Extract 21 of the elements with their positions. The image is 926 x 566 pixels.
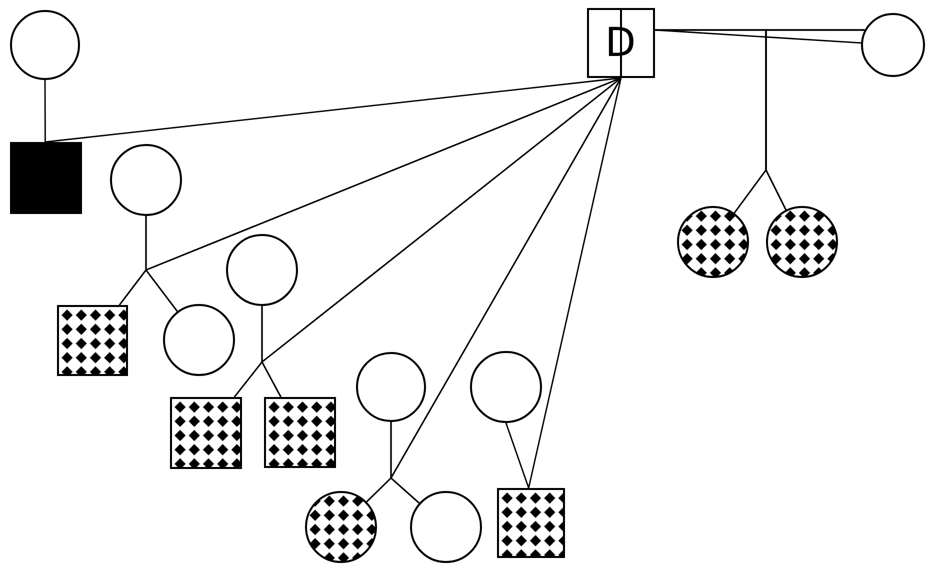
male-square [264, 397, 336, 468]
male-square [170, 397, 242, 469]
pedigree-line [44, 80, 46, 142]
female-circle [470, 351, 542, 423]
male-square [10, 142, 82, 214]
pedigree-line [765, 29, 865, 210]
female-circle [305, 491, 377, 563]
female-circle [110, 144, 182, 216]
male-square [57, 305, 128, 376]
female-circle [861, 13, 925, 77]
female-circle [163, 304, 235, 376]
female-circle [677, 206, 749, 278]
pedigree-line [528, 78, 622, 488]
female-circle [10, 10, 80, 80]
female-circle [356, 352, 426, 422]
female-circle [226, 234, 298, 306]
pedigree-line [654, 29, 862, 44]
female-circle [410, 491, 482, 563]
pedigree-line [505, 422, 530, 488]
male-square [497, 488, 565, 558]
female-circle [766, 206, 838, 278]
